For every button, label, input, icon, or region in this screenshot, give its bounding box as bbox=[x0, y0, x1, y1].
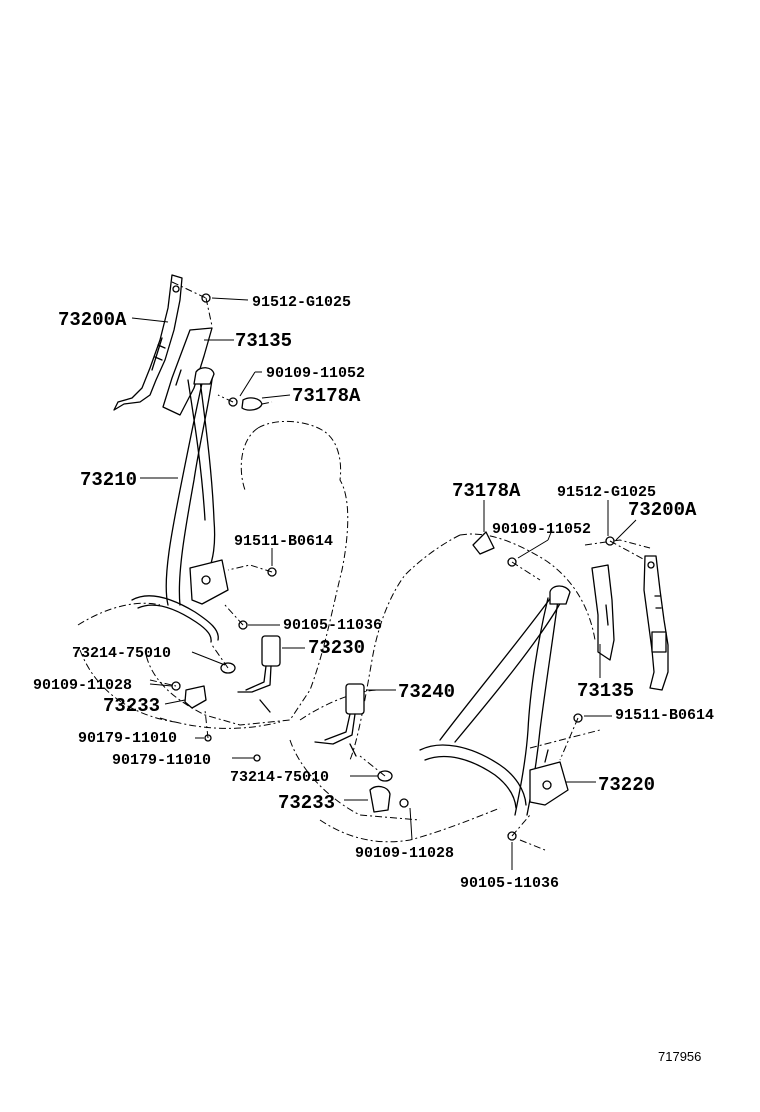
label-91512-G1025-left: 91512-G1025 bbox=[252, 294, 351, 311]
right-buckle bbox=[314, 683, 365, 757]
label-91511-B0614-right: 91511-B0614 bbox=[615, 707, 714, 724]
label-90179-11010-b: 90179-11010 bbox=[112, 752, 211, 769]
label-73214-75010-right: 73214-75010 bbox=[230, 769, 329, 786]
figure-number: 717956 bbox=[658, 1049, 701, 1064]
label-73230: 73230 bbox=[308, 637, 365, 659]
left-seat-outline bbox=[77, 420, 349, 729]
label-91511-B0614-left: 91511-B0614 bbox=[234, 533, 333, 550]
label-90109-11052-right: 90109-11052 bbox=[492, 521, 591, 538]
right-seat-outline bbox=[289, 533, 651, 851]
label-90109-11028-left: 90109-11028 bbox=[33, 677, 132, 694]
right-leaders bbox=[344, 500, 646, 870]
right-seat-belt bbox=[419, 585, 571, 816]
label-91512-G1025-right: 91512-G1025 bbox=[557, 484, 656, 501]
label-73135-left: 73135 bbox=[235, 330, 292, 352]
label-73200A-left: 73200A bbox=[58, 309, 127, 331]
right-pillar-cover bbox=[591, 564, 615, 661]
label-73220: 73220 bbox=[598, 774, 655, 796]
label-73135-right: 73135 bbox=[577, 680, 634, 702]
label-90109-11028-right: 90109-11028 bbox=[355, 845, 454, 862]
left-pillar-cover bbox=[162, 327, 213, 416]
label-90105-11036-right: 90105-11036 bbox=[460, 875, 559, 892]
label-73233-left: 73233 bbox=[103, 695, 160, 717]
part-labels: 73200A 91512-G1025 73135 90109-11052 731… bbox=[33, 294, 714, 892]
right-height-adjuster bbox=[643, 555, 669, 691]
label-73210: 73210 bbox=[80, 469, 137, 491]
label-73233-right: 73233 bbox=[278, 792, 335, 814]
label-73200A-right: 73200A bbox=[628, 499, 697, 521]
label-73178A-left: 73178A bbox=[292, 385, 361, 407]
label-90109-11052-left: 90109-11052 bbox=[266, 365, 365, 382]
left-height-adjuster bbox=[113, 274, 183, 411]
left-buckle bbox=[237, 635, 281, 713]
label-73178A-right: 73178A bbox=[452, 480, 521, 502]
label-90179-11010-a: 90179-11010 bbox=[78, 730, 177, 747]
left-seat-belt bbox=[131, 367, 229, 643]
label-73240: 73240 bbox=[398, 681, 455, 703]
label-90105-11036-left: 90105-11036 bbox=[283, 617, 382, 634]
left-leaders bbox=[131, 281, 305, 759]
label-73214-75010-left: 73214-75010 bbox=[72, 645, 171, 662]
